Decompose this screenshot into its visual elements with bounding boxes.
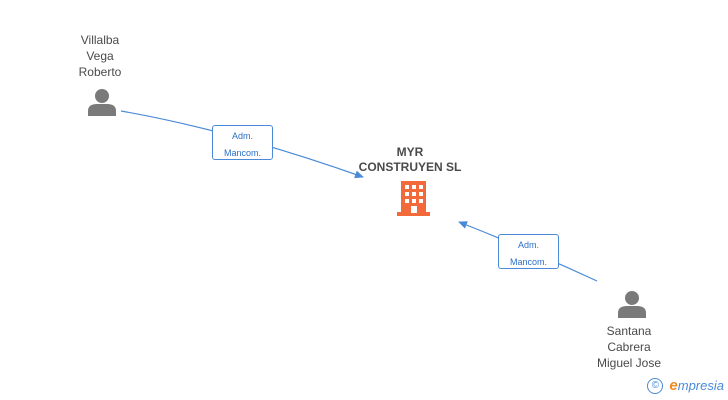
person-name-line: Villalba bbox=[80, 33, 120, 47]
company-name[interactable]: MYR CONSTRUYEN SL bbox=[350, 145, 470, 175]
brand-logo-text: mpresia bbox=[677, 378, 724, 393]
person-name-santana[interactable]: Santana Cabrera Miguel Jose bbox=[584, 323, 674, 371]
building-icon[interactable] bbox=[397, 181, 430, 216]
person-name-line: Miguel Jose bbox=[596, 356, 662, 370]
person-icon[interactable] bbox=[617, 290, 647, 318]
edge-label-line: Mancom. bbox=[223, 148, 261, 158]
edge-label-role[interactable]: Adm. Mancom. bbox=[212, 125, 273, 160]
edge-label-role[interactable]: Adm. Mancom. bbox=[498, 234, 559, 269]
brand-watermark: © empresia bbox=[647, 377, 724, 394]
person-name-line: Roberto bbox=[78, 65, 122, 79]
copyright-icon: © bbox=[647, 377, 664, 394]
company-name-line: CONSTRUYEN SL bbox=[358, 160, 462, 174]
edge-label-line: Adm. bbox=[231, 131, 253, 141]
edge-label-line: Mancom. bbox=[509, 257, 547, 267]
company-name-line: MYR bbox=[396, 145, 424, 159]
brand-logo: empresia bbox=[669, 377, 724, 394]
edge-label-line: Adm. bbox=[517, 240, 539, 250]
person-name-line: Vega bbox=[86, 49, 114, 63]
person-name-villalba[interactable]: Villalba Vega Roberto bbox=[60, 32, 140, 80]
person-icon[interactable] bbox=[87, 88, 117, 116]
brand-logo-initial: e bbox=[669, 377, 678, 394]
person-name-line: Santana bbox=[606, 324, 652, 338]
person-name-line: Cabrera bbox=[607, 340, 651, 354]
